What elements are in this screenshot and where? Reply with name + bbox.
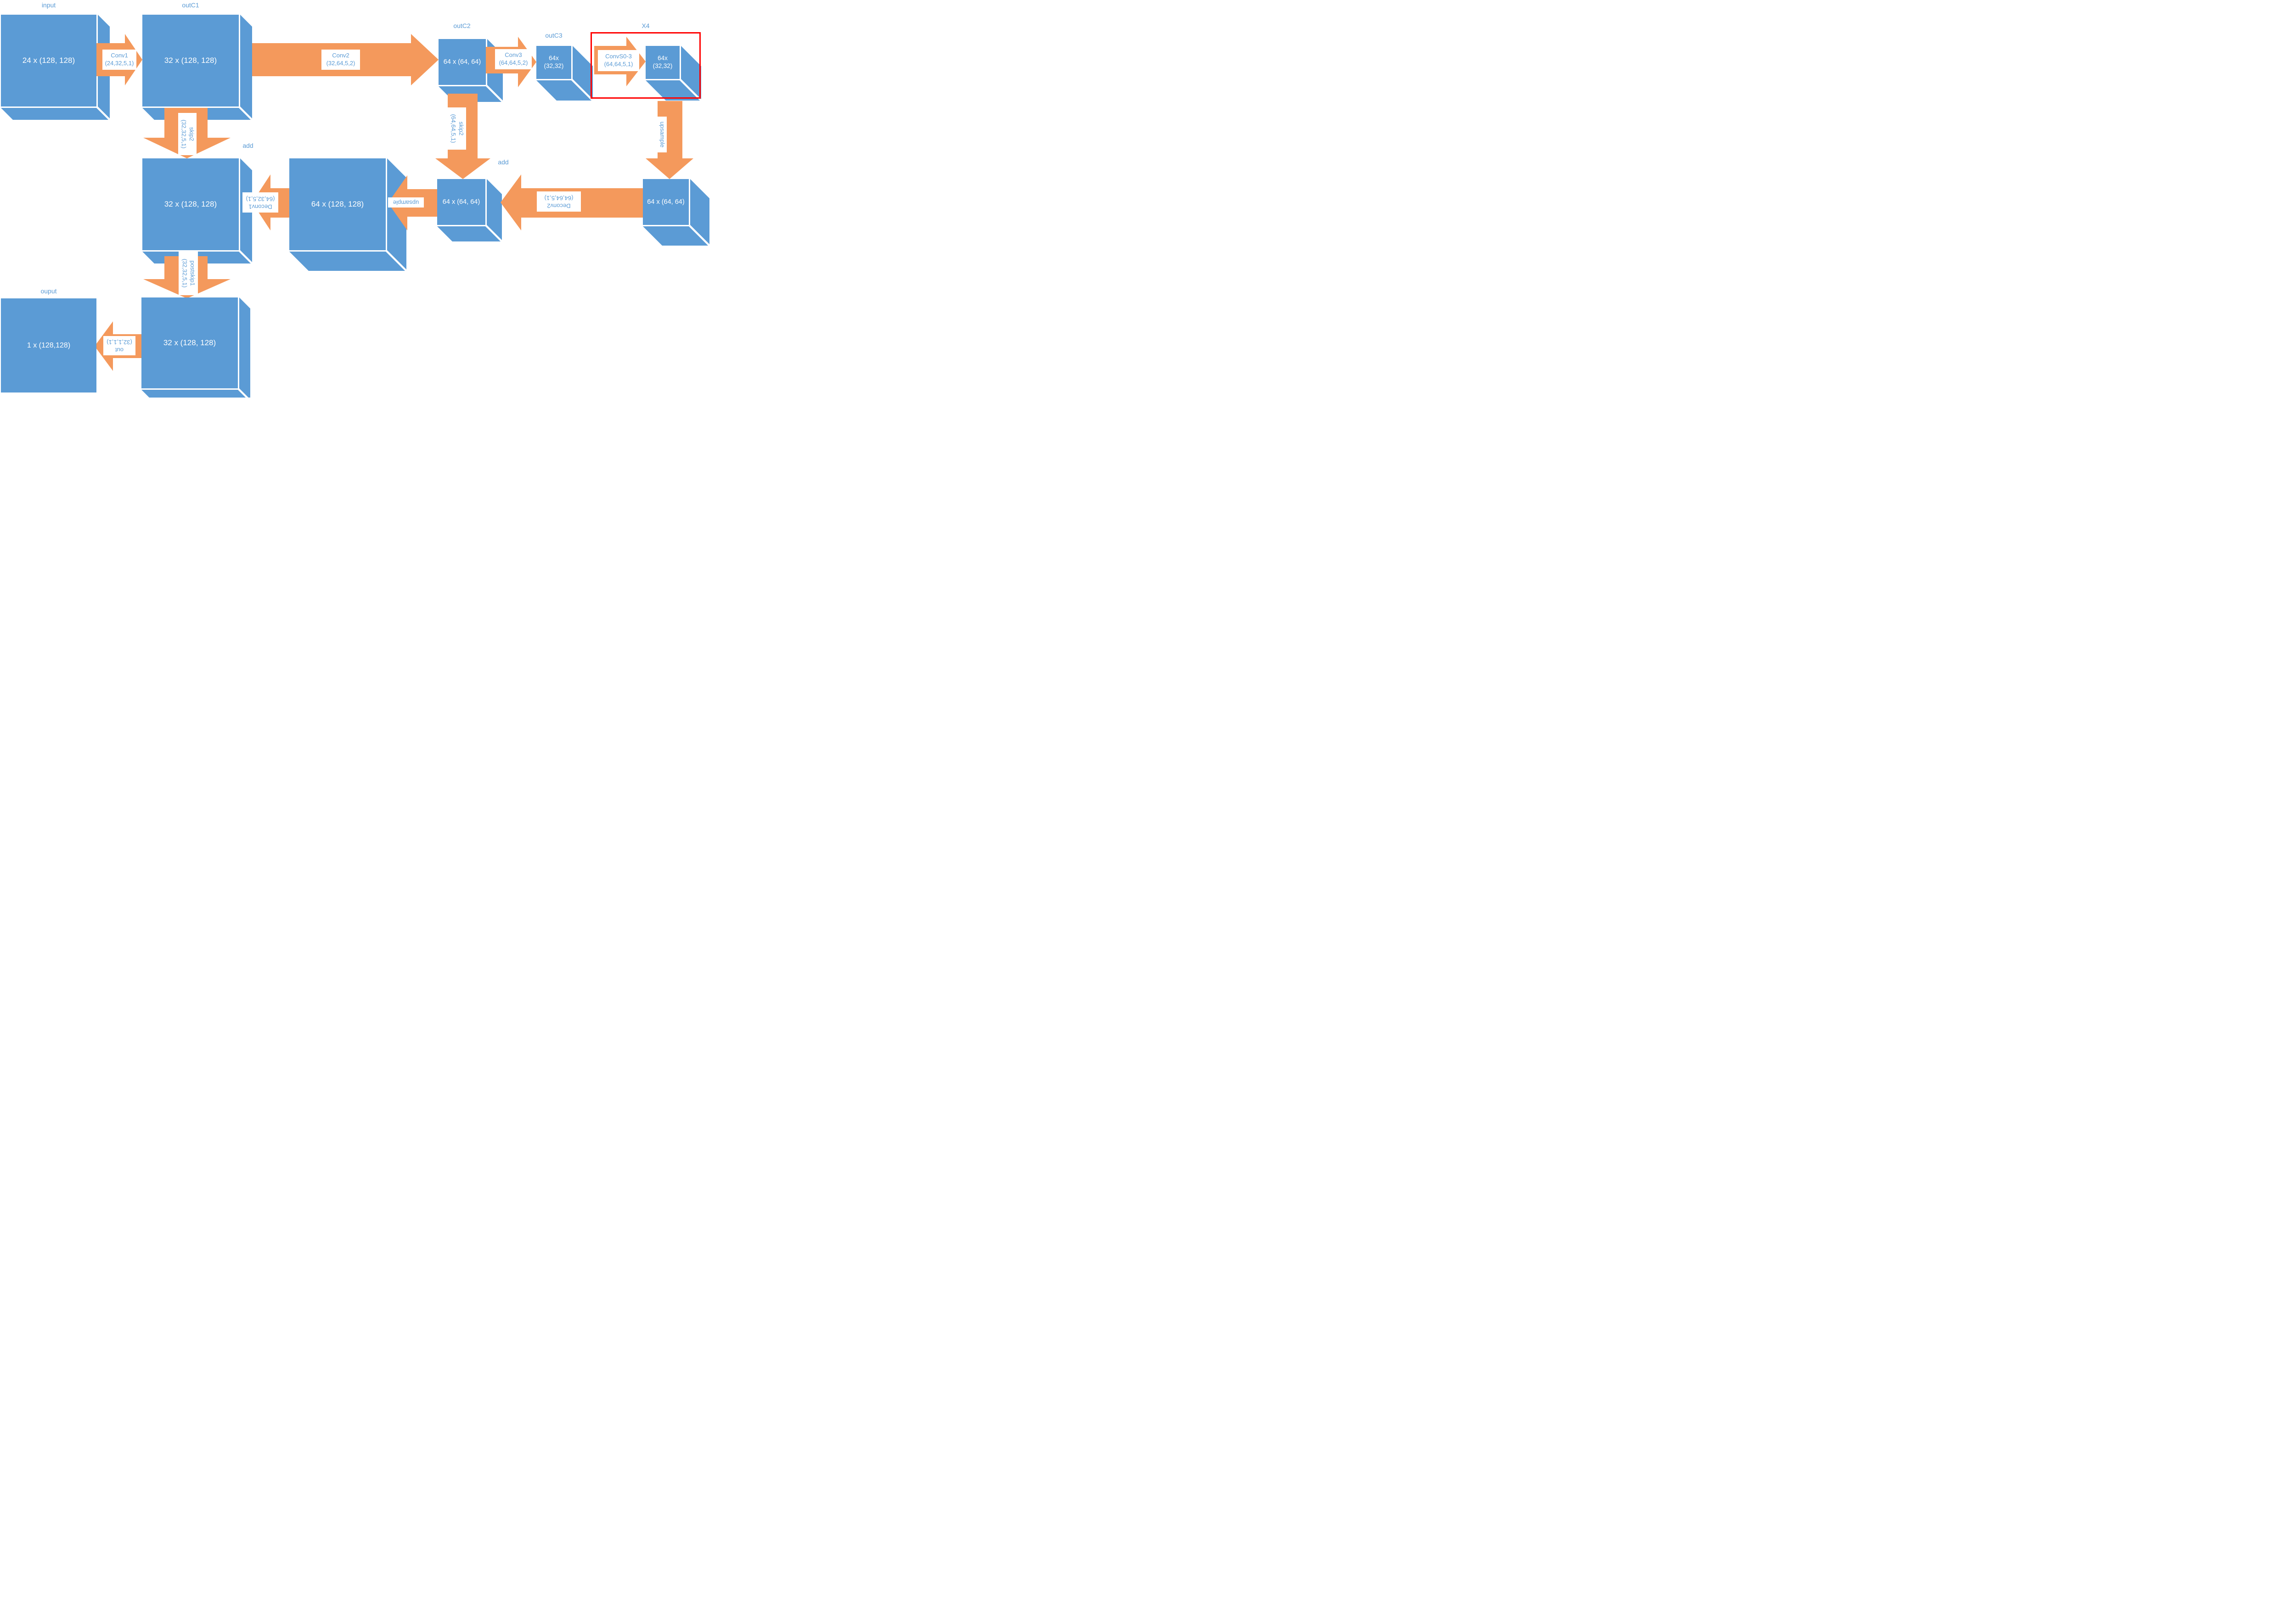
right-box: 64 x (64, 64)	[643, 179, 709, 246]
deconv1-arrow-label: Deconv1 (64,32,5,1)	[242, 192, 278, 213]
upsample-mid-arrow-label-line1: upsample	[393, 199, 419, 207]
add-right-box: 64 x (64, 64)	[437, 179, 502, 241]
x4-loop-label: X4	[642, 22, 650, 29]
mid-box-bottom-face	[289, 252, 405, 271]
outc3-box: 64x (32,32)	[536, 46, 593, 101]
skip2-left-arrow-label-line1: skip2	[188, 127, 195, 141]
postskip1-arrow-label: postskip1 (32,32,5,1)	[179, 251, 198, 295]
conv1-arrow-label-line1: Conv1	[111, 52, 128, 59]
postskip1-arrow-label-line2: (32,32,5,1)	[181, 258, 188, 288]
outc1-label: outC1	[182, 1, 199, 9]
outc1-box-text: 32 x (128, 128)	[164, 56, 217, 65]
skip2-right-arrow-label-line2: (64,64,5,1)	[450, 114, 457, 143]
add-left-box: 32 x (128, 128)	[142, 158, 252, 264]
skip2-right-arrow-label-line1: skip2	[457, 121, 465, 136]
mid-box-text: 64 x (128, 128)	[311, 200, 364, 209]
x4-output-box: 64x (32,32)	[646, 46, 701, 101]
deconv2-arrow-label: Deconv2 (64,64,5,1)	[537, 191, 581, 212]
conv1-arrow-label-line2: (24,32,5,1)	[105, 60, 134, 67]
add-left-box-face: 32 x (128, 128)	[142, 158, 239, 250]
bottom-box: 32 x (128, 128)	[141, 297, 250, 398]
add-left-label: add	[242, 142, 253, 149]
bottom-box-text: 32 x (128, 128)	[163, 338, 216, 348]
skip2-left-arrow-label: skip2 (32,32,5,1)	[178, 113, 197, 155]
outc1-box: 32 x (128, 128)	[142, 15, 252, 120]
conv2-arrow-label-line2: (32,64,5,2)	[326, 60, 355, 67]
skip2-right-arrow-label: skip2 (64,64,5,1)	[448, 107, 466, 150]
mid-box: 64 x (128, 128)	[289, 158, 406, 271]
output-box-face: 1 x (128,128)	[1, 298, 96, 392]
upsample-right-arrow	[646, 101, 693, 179]
mid-box-face: 64 x (128, 128)	[289, 158, 386, 250]
add-right-box-face: 64 x (64, 64)	[437, 179, 485, 225]
outc2-box-text: 64 x (64, 64)	[443, 58, 481, 66]
outc2-label: outC2	[453, 22, 471, 29]
deconv2-arrow-label-line2: (64,64,5,1)	[544, 195, 574, 202]
add-left-box-text: 32 x (128, 128)	[164, 200, 217, 209]
outc3-label: outC3	[545, 32, 563, 39]
output-box-text: 1 x (128,128)	[27, 341, 71, 349]
out-arrow-label-line2: (32,1,1,1)	[107, 339, 132, 346]
bottom-box-face: 32 x (128, 128)	[141, 297, 238, 388]
bottom-box-bottom-face	[141, 390, 249, 398]
out-arrow-label-line1: out	[115, 346, 124, 353]
outc2-box: 64 x (64, 64)	[439, 39, 503, 102]
deconv1-arrow-label-line1: Deconv1	[248, 203, 272, 210]
conv3-arrow-label: Conv3 (64,64,5,2)	[495, 49, 532, 69]
outc1-box-face: 32 x (128, 128)	[142, 15, 239, 107]
out-arrow-label: out (32,1,1,1)	[103, 336, 135, 355]
outc2-box-face: 64 x (64, 64)	[439, 39, 486, 85]
skip2-left-arrow-label-line2: (32,32,5,1)	[180, 119, 187, 149]
outc3-box-text-line1: 64x	[549, 55, 559, 62]
outc3-box-face: 64x (32,32)	[536, 46, 571, 79]
outc1-box-side-face	[240, 15, 252, 118]
input-box-text: 24 x (128, 128)	[22, 56, 75, 65]
conv2-arrow-label: Conv2 (32,64,5,2)	[321, 50, 360, 70]
convs0-3-arrow-label-line1: ConvS0-3	[605, 53, 632, 60]
x4-output-box-face: 64x (32,32)	[646, 46, 680, 79]
conv2-arrow-label-line1: Conv2	[332, 52, 349, 59]
bottom-box-side-face	[239, 297, 250, 398]
input-box-face: 24 x (128, 128)	[1, 15, 96, 107]
right-box-face: 64 x (64, 64)	[643, 179, 689, 225]
conv3-arrow-label-line1: Conv3	[505, 51, 522, 59]
x4-output-box-text-line1: 64x	[658, 55, 668, 62]
upsample-right-arrow-label-line1: upsample	[659, 121, 666, 148]
convs0-3-arrow-label-line2: (64,64,5,1)	[604, 61, 633, 67]
network-architecture-diagram: input outC1 outC2 outC3 X4 add add ouput…	[0, 0, 710, 398]
deconv1-arrow-label-line2: (64,32,5,1)	[246, 196, 275, 202]
output-box: 1 x (128,128)	[1, 298, 96, 392]
input-box: 24 x (128, 128)	[1, 15, 110, 120]
upsample-right-arrow-label: upsample	[658, 117, 667, 152]
add-right-label: add	[498, 158, 509, 166]
input-box-bottom-face	[1, 108, 108, 120]
output-label: ouput	[40, 287, 57, 295]
conv3-arrow-label-line2: (64,64,5,2)	[499, 59, 528, 66]
convs0-3-arrow-label: ConvS0-3 (64,64,5,1)	[598, 50, 639, 71]
input-label: input	[41, 1, 56, 9]
upsample-mid-arrow-label: upsample	[388, 197, 424, 207]
conv1-arrow-label: Conv1 (24,32,5,1)	[102, 50, 136, 70]
add-right-box-text: 64 x (64, 64)	[442, 198, 480, 206]
postskip1-arrow-label-line1: postskip1	[189, 260, 196, 286]
right-box-text: 64 x (64, 64)	[647, 198, 685, 206]
outc3-box-text-line2: (32,32)	[544, 62, 564, 69]
deconv2-arrow-label-line1: Deconv2	[547, 202, 571, 209]
x4-output-box-text-line2: (32,32)	[653, 62, 673, 69]
